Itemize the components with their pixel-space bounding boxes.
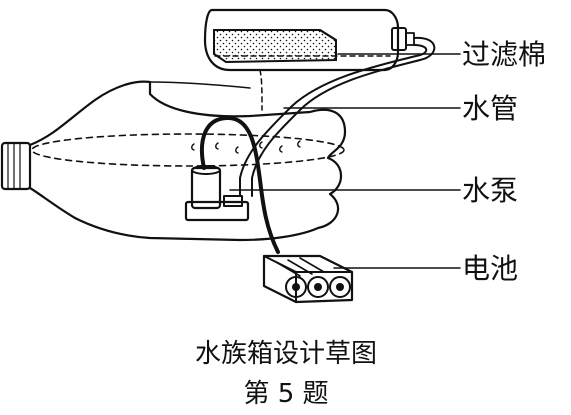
- caption-title: 水族箱设计草图: [195, 339, 377, 369]
- water-pump: [184, 165, 250, 222]
- bottle-tank: [0, 80, 347, 242]
- battery-wire: [199, 116, 280, 254]
- battery-cell-1: [285, 276, 307, 298]
- upper-bottle: [203, 8, 415, 72]
- pump-base: [184, 200, 250, 222]
- battery-cell-2: [307, 276, 329, 298]
- filter-cotton: [213, 29, 337, 64]
- label-water-pipe: 水管: [462, 92, 518, 125]
- battery-pack: [262, 254, 354, 304]
- label-water-pump: 水泵: [462, 174, 518, 207]
- battery-cell-3: [329, 276, 351, 298]
- label-battery: 电池: [462, 252, 518, 285]
- label-filter-cotton: 过滤棉: [462, 38, 546, 71]
- water-surface: [31, 133, 345, 167]
- caption-question: 第 5 题: [243, 379, 328, 409]
- bottle-cap: [0, 141, 32, 191]
